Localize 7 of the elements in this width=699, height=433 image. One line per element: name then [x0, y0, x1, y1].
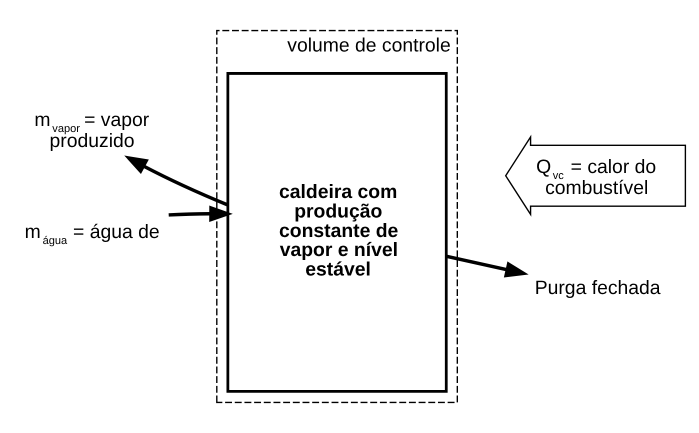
node-text: Purga fechada	[534, 277, 661, 300]
node-text: m$_{água}$ = água de	[24, 220, 160, 247]
node-text: m$_{vapor}$ = vapor produzido	[34, 108, 150, 152]
arrow	[168, 206, 233, 222]
arrow	[124, 156, 229, 207]
node-box: caldeira com produção constante de vapor e nível estável	[226, 72, 448, 393]
arrow	[446, 254, 529, 278]
